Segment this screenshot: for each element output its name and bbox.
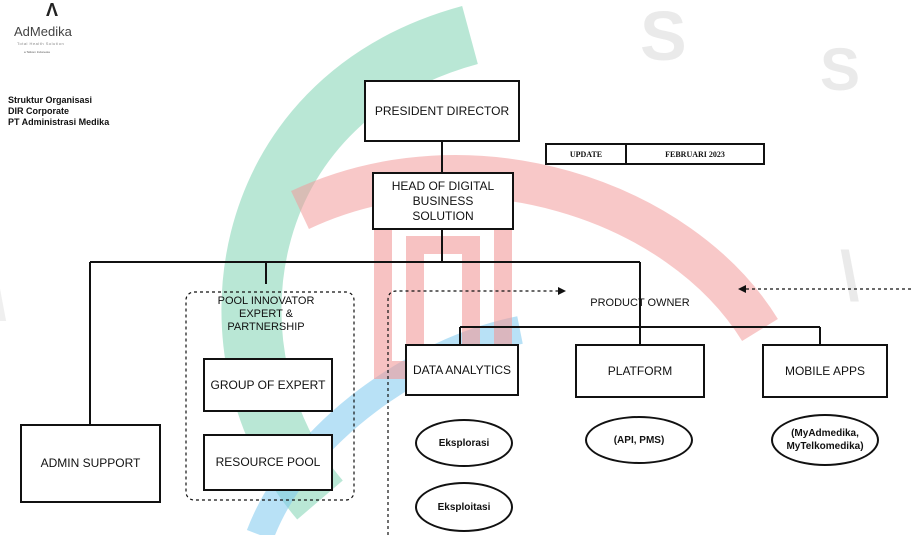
product-dashed-frame	[387, 290, 560, 535]
arrow-to-product-owner	[558, 287, 566, 295]
watermark-edge-letters: S S \ \	[0, 0, 860, 333]
node-data-analytics: DATA ANALYTICS	[405, 344, 519, 396]
org-title-line: DIR Corporate	[8, 106, 70, 116]
oval-myadmedika: (MyAdmedika, MyTelkomedika)	[771, 414, 879, 466]
pool-dashed-frame	[185, 291, 355, 501]
node-resource-pool: RESOURCE POOL	[203, 434, 333, 491]
node-pool-innovator-title: POOL INNOVATOR EXPERT & PARTNERSHIP	[217, 295, 315, 333]
node-product-owner: PRODUCT OWNER	[590, 297, 690, 309]
oval-eksplorasi: Eksplorasi	[415, 419, 513, 467]
node-group-of-expert: GROUP OF EXPERT	[203, 358, 333, 412]
svg-text:S: S	[820, 36, 860, 103]
org-title-line: Struktur Organisasi	[8, 95, 93, 105]
svg-text:S: S	[640, 0, 687, 75]
svg-text:\: \	[840, 237, 859, 315]
node-admin-support: ADMIN SUPPORT	[20, 424, 161, 503]
node-president-director: PRESIDENT DIRECTOR	[364, 80, 520, 142]
watermark-green-arc	[221, 6, 479, 520]
logo-tagline: Total Health Solution	[17, 41, 65, 46]
oval-eksploitasi: Eksploitasi	[415, 482, 513, 532]
org-title-block: Struktur Organisasi DIR Corporate PT Adm…	[8, 95, 109, 128]
update-table: UPDATE FEBRUARI 2023	[545, 143, 765, 165]
update-value: FEBRUARI 2023	[665, 149, 725, 159]
node-head-digital-business: HEAD OF DIGITAL BUSINESS SOLUTION	[372, 172, 514, 230]
node-platform: PLATFORM	[575, 344, 705, 398]
arrow-from-right	[738, 285, 746, 293]
update-label: UPDATE	[547, 145, 627, 163]
logo-name: AdMedika	[14, 24, 72, 39]
node-mobile-apps: MOBILE APPS	[762, 344, 888, 398]
oval-api-pms: (API, PMS)	[585, 416, 693, 464]
logo-mark-icon: Λ	[46, 0, 59, 20]
org-title-line: PT Administrasi Medika	[8, 117, 110, 127]
svg-text:\: \	[0, 266, 7, 333]
logo-subtagline: a Telkom Indonesia	[24, 50, 50, 54]
